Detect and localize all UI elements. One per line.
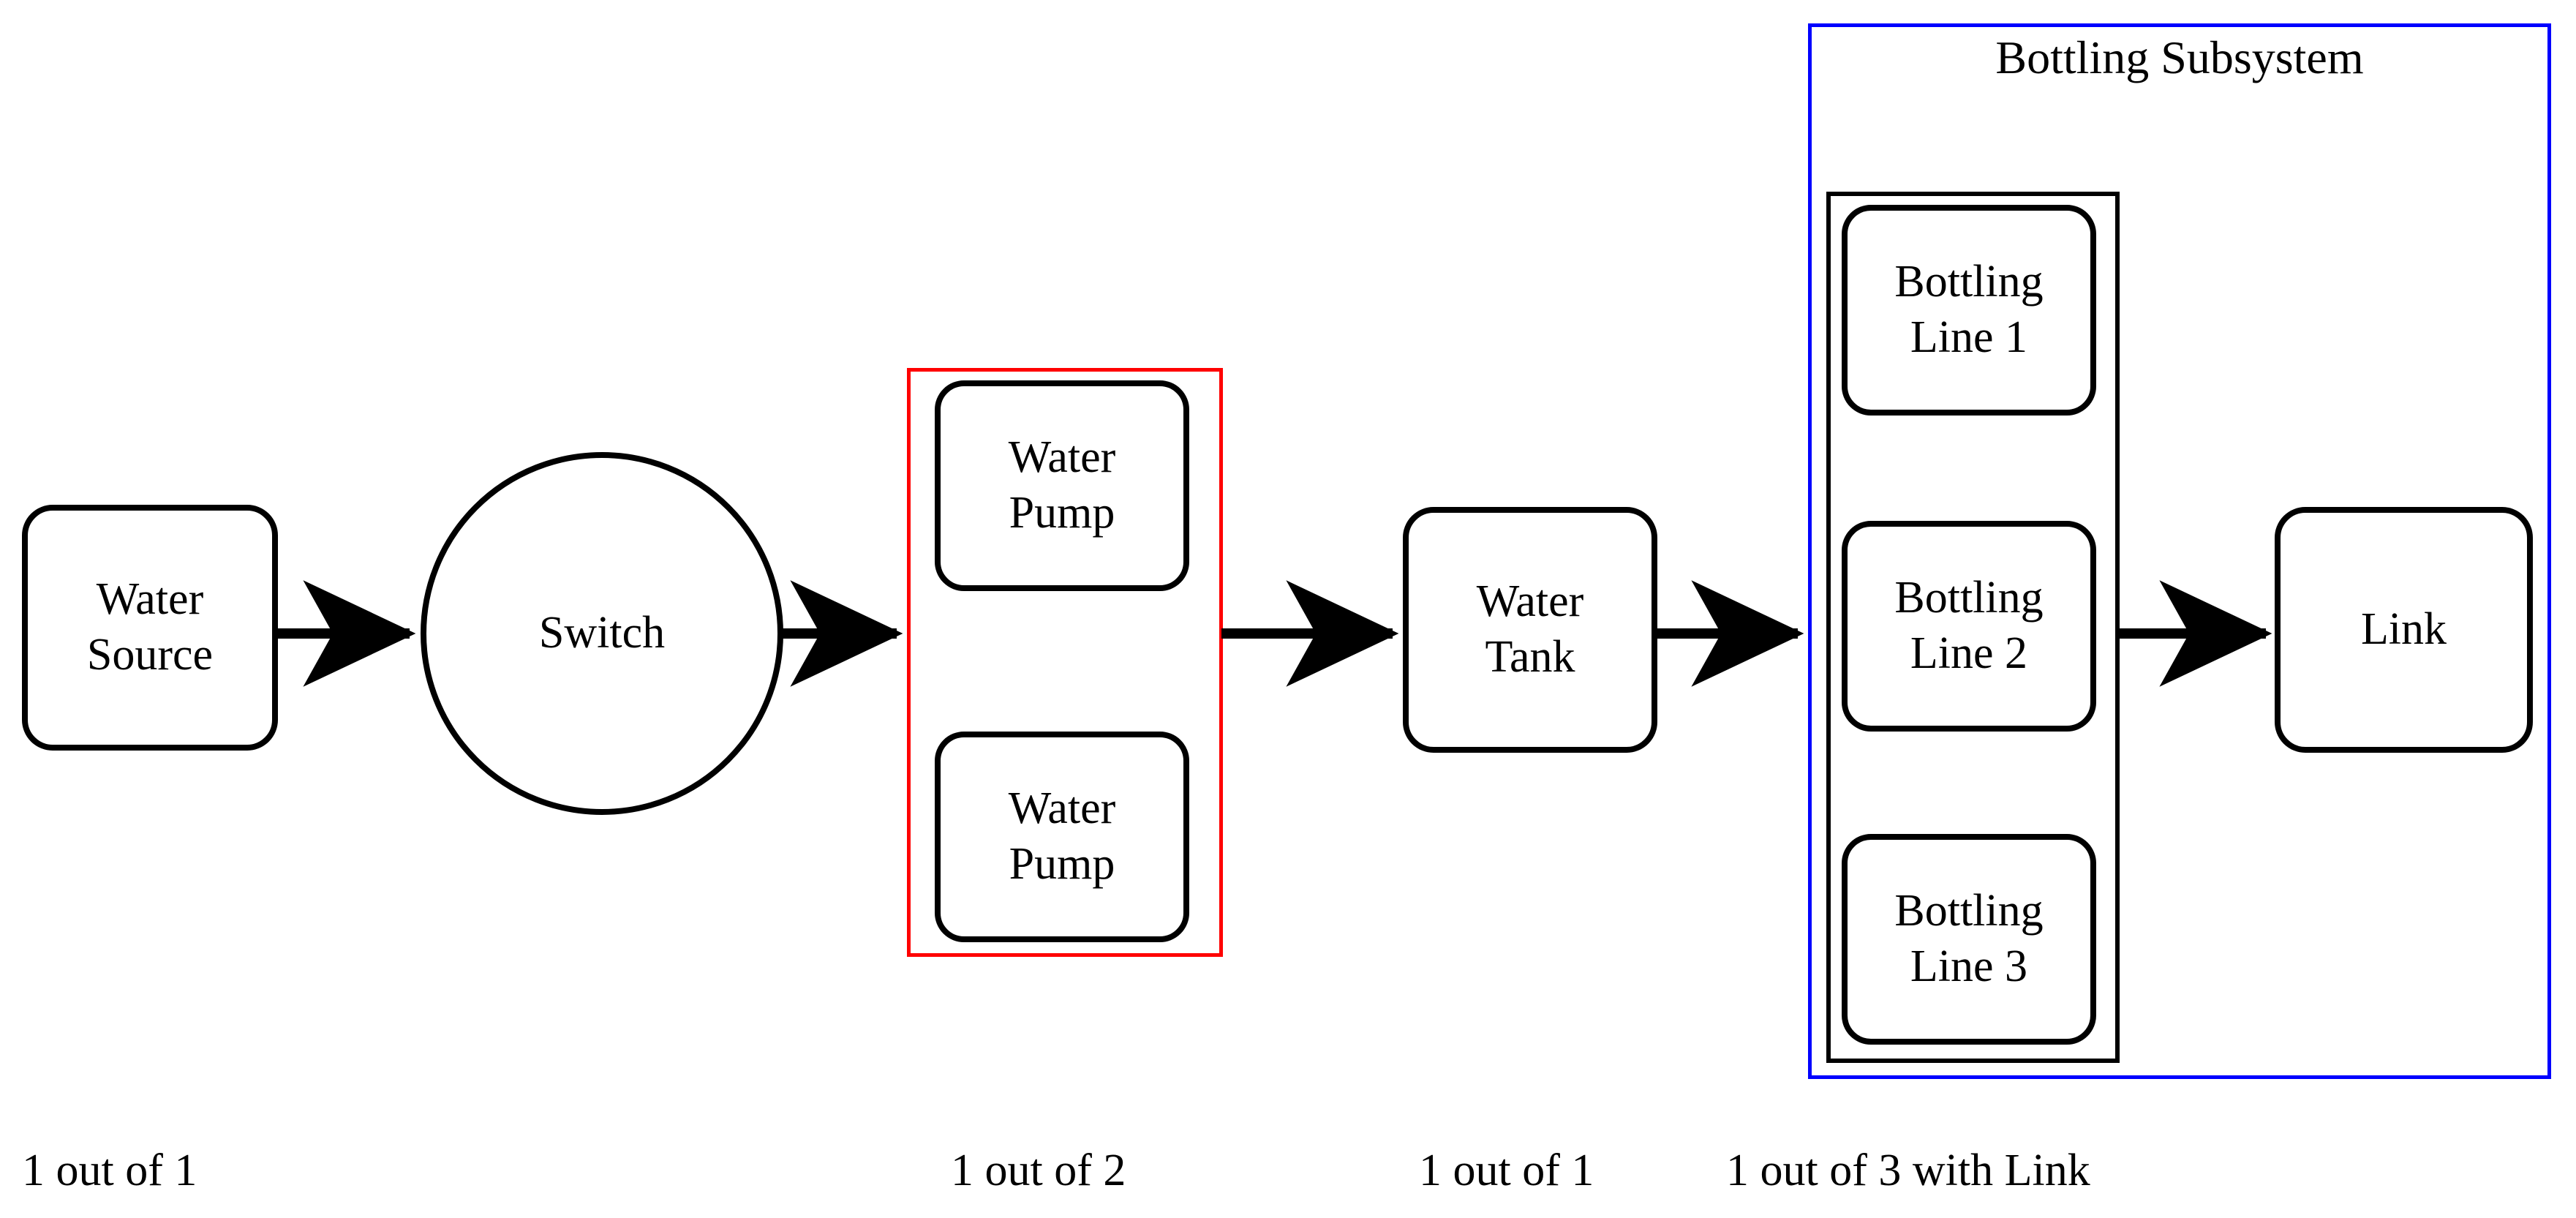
node-shape-bottling-line-1[interactable] [1842, 205, 2096, 416]
node-shape-bottling-line-2[interactable] [1842, 521, 2096, 732]
node-shape-water-pump-2[interactable] [935, 732, 1189, 942]
node-shape-water-pump-1[interactable] [935, 380, 1189, 591]
group-box-bottling-subsystem [1808, 23, 2551, 1079]
caption-water-tank: 1 out of 1 [1419, 1146, 1594, 1195]
group-box-bottling-lines-inner [1826, 192, 2120, 1063]
node-shape-switch[interactable] [421, 452, 783, 815]
group-title-bottling-subsystem: Bottling Subsystem [1995, 31, 2364, 83]
node-shape-bottling-line-3[interactable] [1842, 834, 2096, 1045]
node-shape-water-tank[interactable] [1403, 507, 1657, 753]
caption-bottling-subsystem: 1 out of 3 with Link [1726, 1146, 2090, 1195]
group-box-pump [907, 368, 1223, 957]
caption-water-source: 1 out of 1 [22, 1146, 197, 1195]
node-shape-water-source[interactable] [22, 505, 278, 751]
node-shape-link[interactable] [2275, 507, 2533, 753]
caption-water-pumps: 1 out of 2 [951, 1146, 1126, 1195]
